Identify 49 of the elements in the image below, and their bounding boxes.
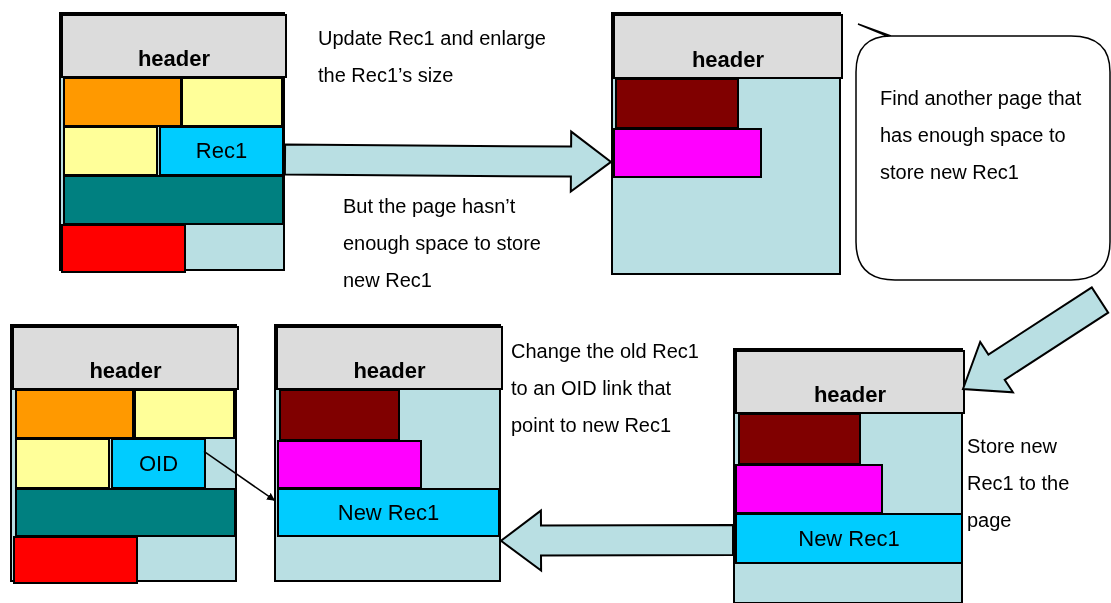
step-note: But the page hasn’t enough space to store new Rec1 (343, 194, 542, 293)
step-note: Store new Rec1 to the page (967, 434, 1071, 533)
page-box (10, 324, 237, 582)
record-block (134, 389, 235, 439)
record-block (15, 488, 236, 537)
page-box (733, 348, 963, 603)
record-block (738, 413, 861, 465)
header-label: header (88, 360, 163, 382)
block-arrow (499, 508, 734, 573)
page-header (613, 14, 843, 79)
record-block (277, 488, 500, 537)
page-header (12, 326, 239, 390)
record-block (63, 77, 182, 127)
header-label: header (136, 48, 212, 70)
record-block (63, 126, 158, 176)
record-label: OID (137, 452, 180, 475)
record-block (63, 175, 284, 225)
page-box (611, 12, 841, 275)
record-block (15, 389, 134, 439)
arrow (203, 450, 276, 502)
record-block (613, 128, 762, 178)
record-block (61, 224, 186, 273)
step-note: Update Rec1 and enlarge the Rec1’s size (318, 26, 547, 88)
speech-bubble (855, 22, 1111, 282)
record-block (181, 77, 283, 127)
step-note: Change the old Rec1 to an OID link that point to new Rec1 (511, 339, 700, 438)
header-label: header (812, 384, 888, 406)
record-label: New Rec1 (336, 501, 441, 524)
page-header (61, 14, 287, 78)
bubble-text: Find another page that has enough space to store new Rec1 (880, 86, 1083, 185)
header-label: header (352, 360, 427, 382)
record-block (15, 438, 110, 489)
page-header (276, 326, 503, 390)
page-box (274, 324, 501, 582)
record-label: Rec1 (194, 140, 249, 162)
page-box (59, 12, 285, 271)
record-block (735, 513, 963, 564)
record-block (277, 440, 422, 489)
record-block (615, 78, 739, 129)
record-block (13, 536, 138, 584)
record-label: New Rec1 (797, 527, 901, 550)
block-arrow (283, 129, 613, 194)
record-block (111, 438, 206, 489)
record-block (735, 464, 883, 514)
header-label: header (690, 49, 766, 71)
record-block (159, 126, 284, 176)
page-header (735, 350, 965, 414)
block-arrow (961, 286, 1110, 394)
record-block (279, 389, 400, 441)
